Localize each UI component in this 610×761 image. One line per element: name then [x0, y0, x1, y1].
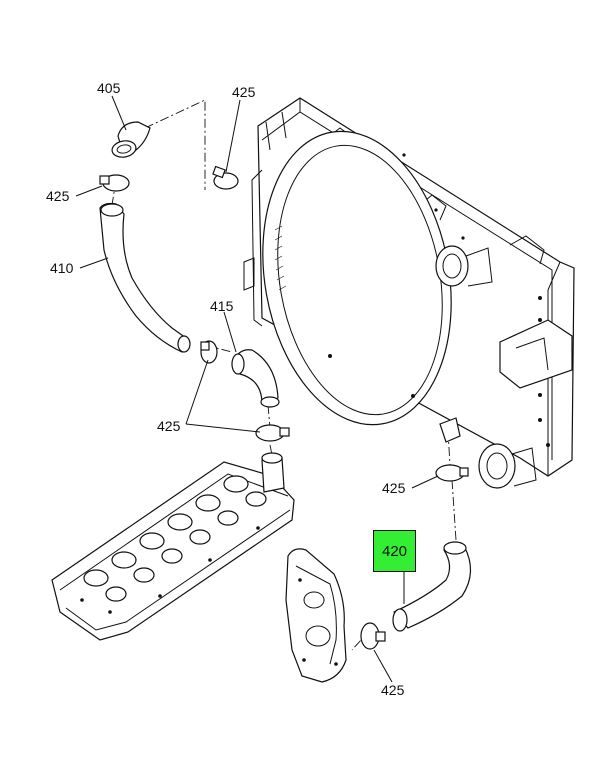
clamp-bottom[interactable]: [360, 622, 386, 650]
part-410-hose[interactable]: [99, 202, 191, 353]
clamp-mid-lower[interactable]: [255, 424, 290, 442]
leader-lines: [75, 95, 439, 683]
callout-425-top[interactable]: 425: [232, 84, 256, 100]
radiator-assembly[interactable]: [241, 97, 575, 489]
callout-415[interactable]: 415: [210, 298, 234, 314]
part-405-elbow[interactable]: [111, 121, 151, 159]
water-pump-housing[interactable]: [285, 548, 347, 683]
callout-425-left[interactable]: 425: [46, 188, 70, 204]
part-420-hose[interactable]: [392, 541, 472, 632]
callout-420-highlighted[interactable]: 420: [373, 530, 416, 572]
clamp-mid-upper[interactable]: [200, 340, 218, 364]
part-415-hose[interactable]: [231, 349, 280, 408]
head-bosses: [80, 475, 267, 614]
clamp-top-right[interactable]: [212, 165, 239, 190]
callout-405[interactable]: 405: [97, 80, 121, 96]
callout-425-right[interactable]: 425: [382, 480, 406, 496]
callout-410[interactable]: 410: [50, 260, 74, 276]
callout-425-mid[interactable]: 425: [157, 418, 181, 434]
clamp-right[interactable]: [435, 464, 469, 482]
callout-425-bottom[interactable]: 425: [381, 682, 405, 698]
cylinder-head[interactable]: [51, 452, 295, 641]
clamp-left[interactable]: [99, 174, 130, 192]
